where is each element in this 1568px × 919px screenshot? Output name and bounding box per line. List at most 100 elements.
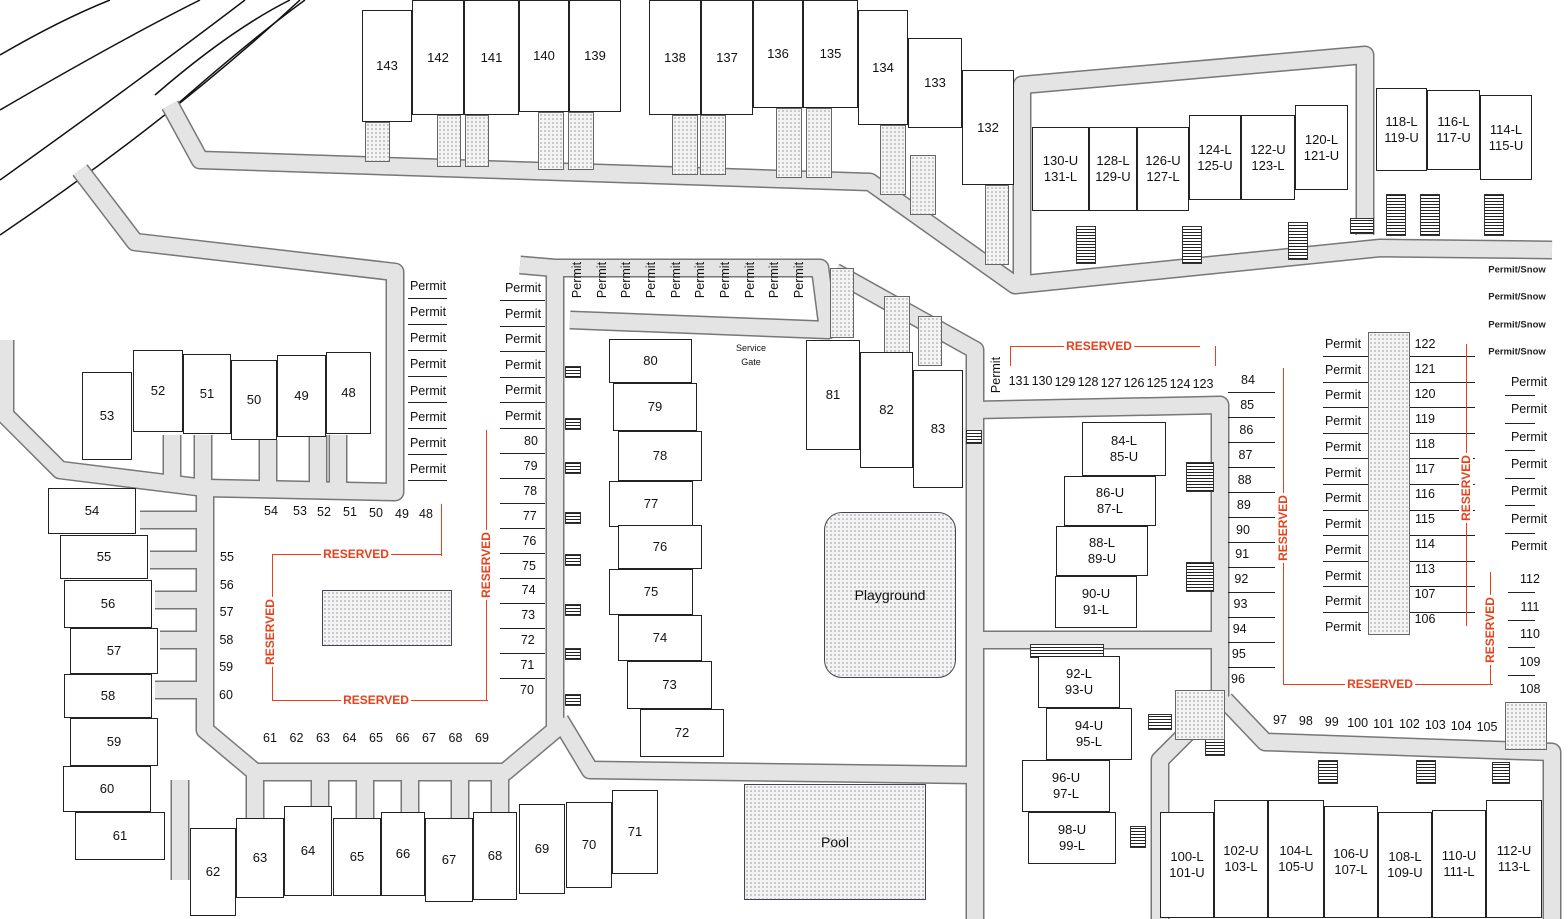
building-center-east: 82: [860, 352, 913, 468]
parking-space-number: 122: [1414, 337, 1436, 351]
building-right-middle: 96-U 97-L: [1022, 760, 1110, 812]
building-top-row: 138: [649, 0, 701, 115]
permit-space-label: Permit: [504, 383, 542, 398]
parking-space-number: 115: [1415, 512, 1435, 526]
permit-space-label: Permit: [742, 261, 757, 299]
building-center-column: 80: [609, 339, 692, 383]
parking-space-number: 79: [523, 458, 538, 473]
parking-space-divider: [500, 453, 545, 454]
parking-space-number: 74: [521, 583, 536, 598]
stairs-icon: [1288, 222, 1308, 260]
building-bottom-row: 63: [236, 818, 284, 898]
building-bottom-row: 69: [519, 804, 565, 894]
permit-space-label: Permit: [504, 306, 542, 321]
building-bottom-row: 67: [425, 818, 473, 902]
building-right-middle: 92-L 93-U: [1038, 656, 1120, 708]
parking-space-number: 88: [1237, 472, 1252, 487]
building-top-right: 122-U 123-L: [1241, 115, 1295, 200]
parking-space-number: 57: [219, 605, 234, 620]
parking-space-number: 130: [1031, 374, 1053, 389]
reserved-label: RESERVED: [321, 547, 391, 561]
parking-space-divider: [1323, 407, 1368, 409]
building-top-row: 133: [908, 38, 962, 128]
parking-space-number: 106: [1414, 612, 1436, 626]
parking-space-divider: [1410, 458, 1475, 460]
parking-space-divider: [500, 402, 545, 403]
reserved-label: RESERVED: [1345, 677, 1415, 691]
permit-space-label: Permit: [1324, 439, 1362, 454]
road: [555, 260, 836, 338]
parking-space-divider: [1410, 432, 1475, 434]
parking-space-divider: [500, 578, 545, 579]
parking-space-divider: [500, 427, 545, 429]
parking-space-number: 113: [1415, 562, 1435, 576]
building-bottom-right: 112-U 113-L: [1486, 800, 1542, 918]
parking-space-divider: [1508, 619, 1535, 621]
parking-space-divider: [1323, 586, 1368, 588]
paved-walkway: [568, 112, 594, 170]
parking-space-number: 86: [1239, 422, 1254, 437]
permit-space-label: Permit/Snow: [1488, 346, 1546, 358]
parking-space-number: 51: [343, 505, 357, 519]
parking-space-divider: [1410, 484, 1475, 485]
building-top-right: 116-L 117-U: [1427, 90, 1480, 170]
permit-space-label: Permit: [570, 261, 584, 299]
building-bottom-row: 71: [612, 790, 658, 874]
permit-space-label: Permit: [409, 357, 447, 372]
parking-space-divider: [1410, 356, 1475, 357]
permit-space-label: Permit: [409, 305, 447, 320]
stairs-icon: [1484, 194, 1504, 236]
building-top-right: 126-U 127-L: [1137, 127, 1189, 211]
building-left-column: 56: [64, 580, 152, 628]
building-top-row: 135: [803, 0, 858, 108]
permit-space-label: Permit: [1324, 465, 1362, 480]
parking-space-divider: [408, 298, 447, 299]
paved-walkway: [830, 268, 854, 338]
parking-space-divider: [408, 376, 447, 377]
permit-space-label: Permit: [504, 281, 542, 295]
parking-space-number: 75: [522, 558, 536, 573]
building-bottom-row: 64: [284, 806, 332, 896]
reserved-boundary-line: [441, 504, 442, 556]
road: [553, 715, 976, 783]
parking-space-number: 50: [369, 506, 383, 520]
parking-space-divider: [1228, 467, 1275, 468]
curved-road-line: [154, 0, 291, 96]
parking-space-divider: [1410, 612, 1475, 613]
parking-space-number: 131: [1008, 374, 1030, 388]
permit-space-label: Permit: [409, 331, 447, 346]
parking-space-number: 99: [1324, 714, 1339, 729]
parking-space-divider: [1410, 381, 1475, 383]
stairs-icon: [1492, 762, 1510, 784]
parking-space-divider: [1228, 517, 1275, 518]
parking-space-divider: [1410, 586, 1475, 588]
parking-space-number: 66: [395, 731, 410, 745]
permit-space-label: Permit/Snow: [1488, 264, 1546, 276]
parking-space-number: 96: [1231, 672, 1245, 686]
building-left-row: 52: [133, 350, 183, 432]
parking-space-number: 55: [220, 550, 234, 564]
stairs-icon: [1420, 194, 1440, 236]
building-bottom-right: 108-L 109-U: [1378, 812, 1432, 918]
permit-space-label: Permit: [1324, 568, 1362, 583]
building-center-column: 75: [609, 569, 693, 615]
stairs-icon: [565, 554, 581, 566]
permit-space-label: Permit: [409, 435, 447, 450]
paved-walkway: [1368, 332, 1410, 635]
reserved-label: RESERVED: [341, 693, 411, 707]
parking-space-number: 85: [1240, 397, 1255, 412]
parking-space-divider: [1505, 422, 1535, 424]
building-center-column: 79: [613, 383, 697, 431]
permit-space-label: Permit: [792, 261, 806, 299]
permit-space-label: Permit: [409, 462, 447, 476]
permit-space-label: Permit: [1510, 484, 1548, 499]
parking-space-divider: [500, 351, 545, 352]
parking-space-number: 100: [1347, 715, 1369, 730]
building-left-column: 61: [75, 812, 165, 860]
building-top-right: 128-L 129-U: [1089, 127, 1137, 211]
reserved-label: RESERVED: [263, 597, 277, 667]
parking-space-number: 56: [219, 577, 234, 592]
permit-space-label: Permit/Snow: [1488, 291, 1546, 303]
permit-space-label: Permit: [767, 261, 782, 299]
